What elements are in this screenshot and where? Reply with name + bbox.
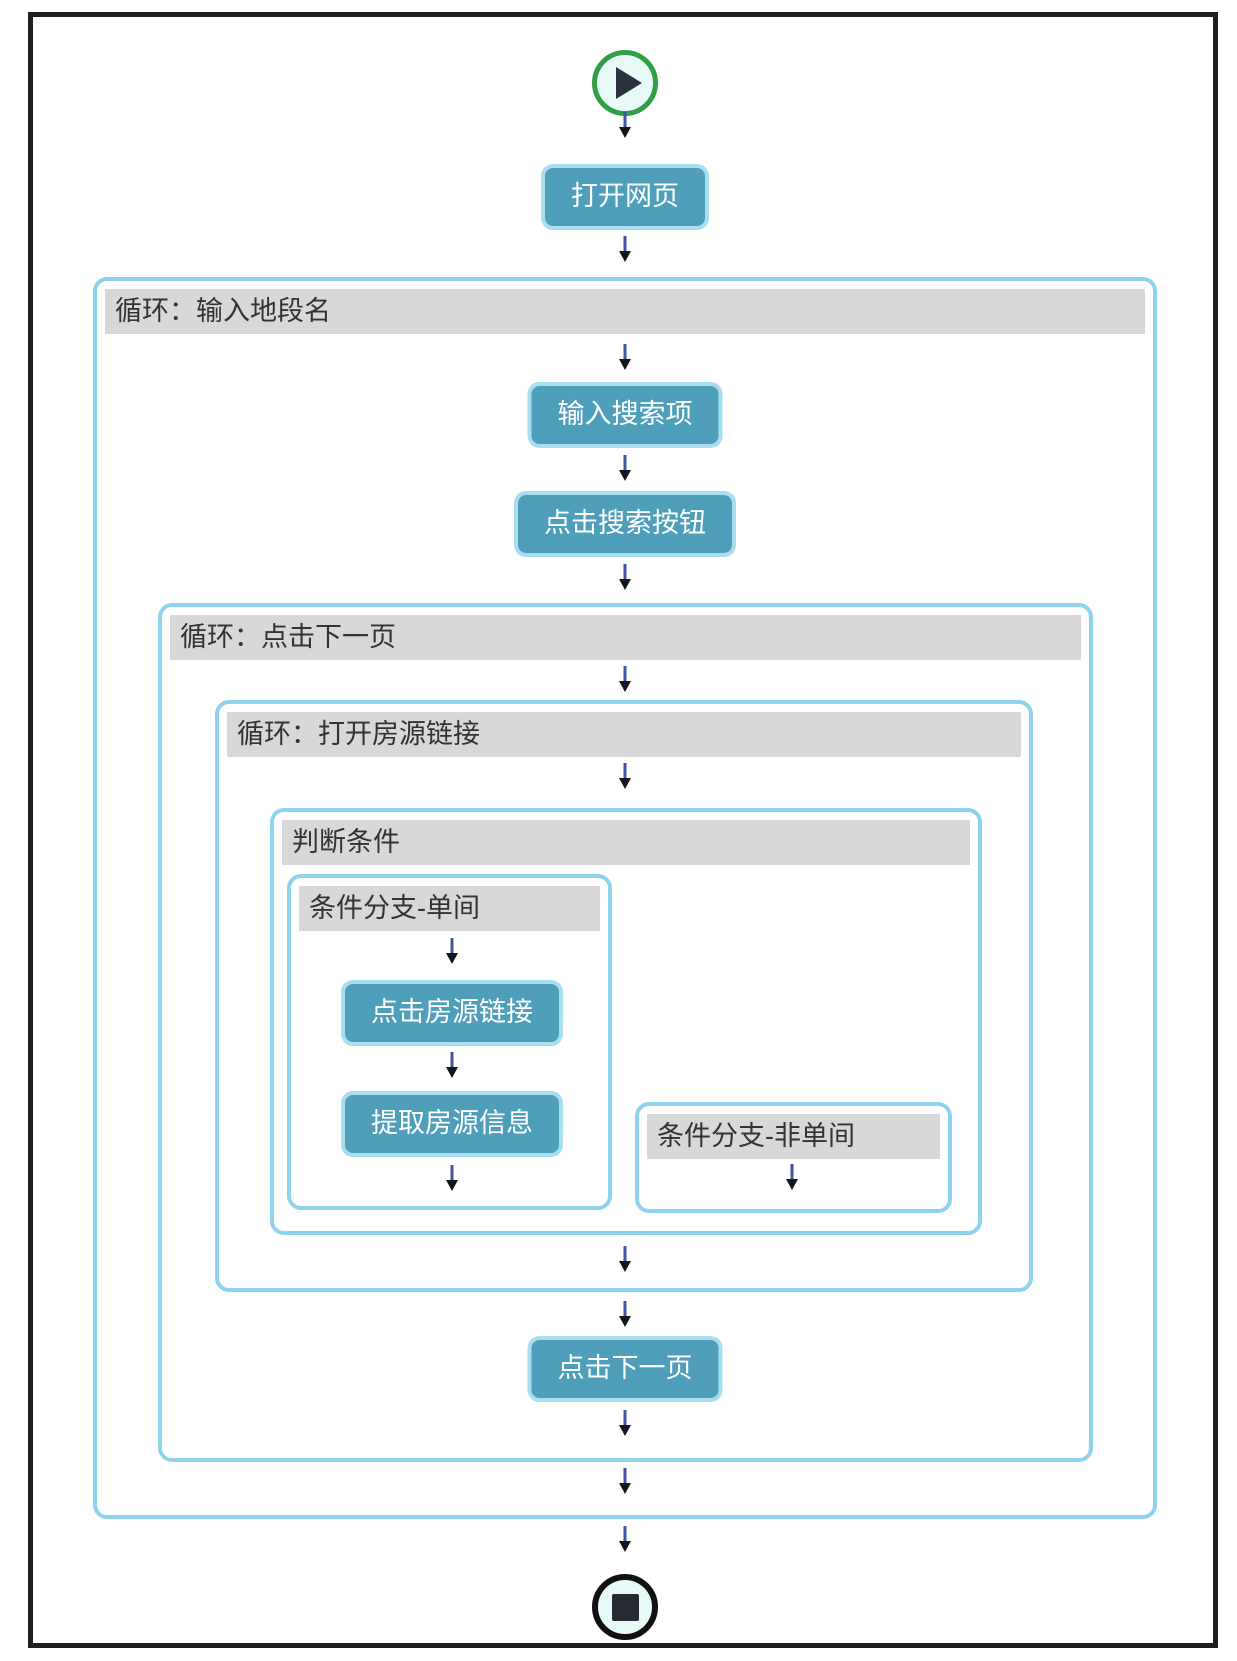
flow-arrow	[614, 236, 636, 264]
flow-arrow	[441, 938, 463, 966]
flow-arrow	[614, 455, 636, 483]
flow-arrow	[441, 1052, 463, 1080]
flow-arrow	[614, 666, 636, 694]
flow-arrow	[614, 763, 636, 791]
loop-header-click-next-page[interactable]: 循环：点击下一页	[170, 615, 1081, 660]
node-click-listing-link[interactable]: 点击房源链接	[341, 980, 563, 1046]
branch-container-not-single-room: 条件分支-非单间	[635, 1102, 952, 1213]
flow-arrow	[614, 1246, 636, 1274]
start-node[interactable]	[592, 50, 658, 116]
condition-header[interactable]: 判断条件	[282, 820, 970, 865]
flow-arrow	[781, 1164, 803, 1192]
flow-arrow	[614, 1410, 636, 1438]
stop-node[interactable]	[592, 1574, 658, 1640]
flow-arrow	[441, 1165, 463, 1193]
node-input-search-term[interactable]: 输入搜索项	[527, 382, 723, 448]
loop-header-input-area[interactable]: 循环：输入地段名	[105, 289, 1145, 334]
stop-icon	[611, 1593, 639, 1621]
loop-header-open-listing-link[interactable]: 循环：打开房源链接	[227, 712, 1021, 757]
branch-container-single-room: 条件分支-单间 点击房源链接 提取房源信息	[287, 874, 612, 1210]
workflow-frame	[28, 12, 1218, 1648]
flow-arrow	[614, 112, 636, 140]
node-extract-listing-info[interactable]: 提取房源信息	[341, 1091, 563, 1157]
flow-arrow	[614, 564, 636, 592]
flow-arrow	[614, 1526, 636, 1554]
branch-header-single-room[interactable]: 条件分支-单间	[299, 886, 600, 931]
condition-container: 判断条件 条件分支-单间 点击房源链接 提取房源信息 条件分支-非单间	[270, 808, 982, 1235]
branch-header-not-single-room[interactable]: 条件分支-非单间	[647, 1114, 940, 1159]
flow-arrow	[614, 344, 636, 372]
loop-container-click-next-page: 循环：点击下一页 循环：打开房源链接 判断条件 条件分支-单间 点击房源链接 提…	[158, 603, 1093, 1462]
node-click-next-page[interactable]: 点击下一页	[527, 1336, 723, 1402]
node-click-search-button[interactable]: 点击搜索按钮	[514, 491, 736, 557]
loop-container-input-area: 循环：输入地段名 输入搜索项 点击搜索按钮 循环：点击下一页 循环：打开房源链接…	[93, 277, 1157, 1519]
loop-container-open-listing-link: 循环：打开房源链接 判断条件 条件分支-单间 点击房源链接 提取房源信息 条件分…	[215, 700, 1033, 1292]
flow-arrow	[614, 1468, 636, 1496]
play-icon	[615, 67, 642, 99]
node-open-webpage[interactable]: 打开网页	[541, 164, 709, 230]
flow-arrow	[614, 1301, 636, 1329]
